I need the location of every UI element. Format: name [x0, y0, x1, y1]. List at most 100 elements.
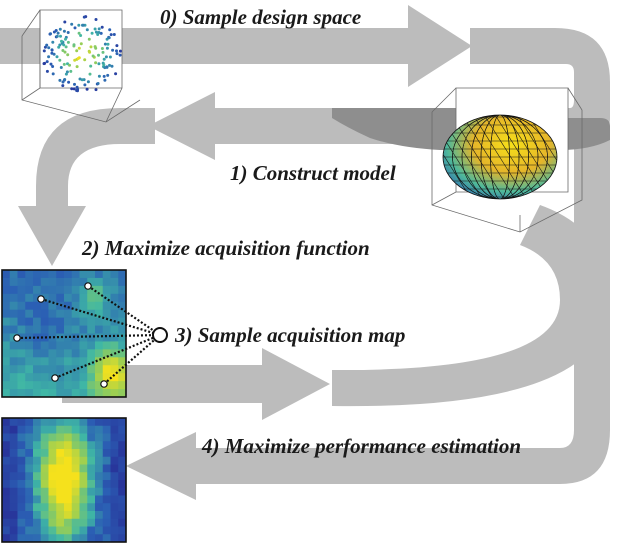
heatmap-cell	[48, 349, 57, 358]
heatmap-cell	[17, 518, 26, 527]
heatmap-cell	[118, 317, 126, 326]
heatmap-cell	[71, 333, 80, 342]
heatmap-cell	[40, 365, 49, 374]
surrogate-model-mesh-plot	[431, 87, 583, 233]
heatmap-cell	[87, 456, 96, 465]
heatmap-cell	[95, 472, 104, 481]
heatmap-cell	[102, 341, 111, 350]
scatter-point	[100, 25, 104, 29]
heatmap-cell	[17, 456, 26, 465]
heatmap-cell	[40, 285, 49, 295]
scatter-point	[45, 43, 49, 47]
heatmap-cell	[56, 389, 65, 397]
heatmap-cell	[79, 480, 88, 489]
arrow-step-2-curve	[18, 108, 155, 266]
scatter-point	[79, 42, 83, 46]
heatmap-cell	[87, 487, 96, 496]
heatmap-cell	[110, 441, 119, 450]
heatmap-cell	[71, 449, 80, 458]
heatmap-cell	[17, 441, 26, 450]
heatmap-cell	[17, 534, 26, 542]
heatmap-cell	[95, 373, 104, 382]
heatmap-cell	[71, 418, 80, 427]
heatmap-cell	[48, 341, 57, 350]
heatmap-cell	[102, 456, 111, 465]
heatmap-cell	[2, 456, 11, 465]
heatmap-cell	[102, 511, 111, 520]
heatmap-cell	[48, 425, 57, 434]
heatmap-cell	[56, 349, 65, 358]
heatmap-cell	[64, 301, 73, 311]
heatmap-cell	[17, 317, 26, 326]
heatmap-cell	[9, 472, 18, 481]
scatter-point	[76, 89, 79, 93]
scatter-point	[61, 84, 65, 88]
scatter-point	[118, 49, 122, 53]
heatmap-cell	[2, 357, 11, 366]
heatmap-cell	[118, 293, 126, 303]
heatmap-cell	[102, 441, 111, 450]
scatter-point	[103, 42, 107, 46]
heatmap-cell	[17, 293, 26, 303]
heatmap-cell	[48, 293, 57, 303]
heatmap-cell	[33, 449, 42, 458]
scatter-point	[61, 80, 65, 84]
scatter-point	[102, 74, 106, 78]
heatmap-cell	[2, 487, 11, 496]
heatmap-cell	[118, 456, 126, 465]
heatmap-cell	[40, 464, 49, 473]
heatmap-cell	[33, 349, 42, 358]
scatter-point	[69, 69, 73, 73]
sampling-hub	[152, 327, 168, 343]
heatmap-cell	[79, 503, 88, 512]
heatmap-cell	[118, 270, 126, 279]
heatmap-cell	[56, 333, 65, 342]
heatmap-cell	[87, 433, 96, 442]
heatmap-cell	[33, 301, 42, 311]
heatmap-cell	[40, 503, 49, 512]
heatmap-cell	[9, 503, 18, 512]
heatmap-cell	[110, 277, 119, 287]
scatter-point	[94, 30, 98, 34]
heatmap-cell	[33, 341, 42, 350]
heatmap-cell	[48, 472, 57, 481]
scatter-point	[72, 43, 76, 47]
heatmap-cell	[17, 503, 26, 512]
heatmap-cell	[64, 270, 73, 279]
heatmap-cell	[79, 309, 88, 319]
heatmap-cell	[71, 464, 80, 473]
heatmap-cell	[102, 472, 111, 481]
heatmap-cell	[95, 425, 104, 434]
heatmap-cell	[95, 381, 104, 390]
heatmap-cell	[56, 456, 65, 465]
heatmap-cell	[48, 270, 57, 279]
heatmap-cell	[71, 480, 80, 489]
heatmap-cell	[118, 511, 126, 520]
arrow-right-down	[480, 140, 610, 484]
scatter-point	[65, 70, 69, 74]
scatter-point	[94, 18, 98, 21]
heatmap-cell	[33, 381, 42, 390]
heatmap-cell	[40, 293, 49, 303]
scatter-point	[63, 78, 67, 81]
heatmap-cell	[64, 389, 73, 397]
scatter-point	[77, 31, 81, 35]
heatmap-cell	[118, 341, 126, 350]
heatmap-cell	[48, 309, 57, 319]
heatmap-cell	[110, 480, 119, 489]
heatmap-cell	[17, 472, 26, 481]
scatter-point	[73, 58, 77, 62]
heatmap-cell	[9, 495, 18, 504]
heatmap-cell	[33, 285, 42, 295]
heatmap-cell	[9, 464, 18, 473]
heatmap-cell	[25, 341, 34, 350]
heatmap-cell	[118, 389, 126, 397]
heatmap-cell	[40, 309, 49, 319]
heatmap-cell	[25, 526, 34, 535]
heatmap-cell	[87, 389, 96, 397]
heatmap-cell	[17, 301, 26, 311]
heatmap-cell	[118, 349, 126, 358]
heatmap-cell	[33, 526, 42, 535]
scatter-point	[58, 78, 62, 82]
heatmap-cell	[118, 534, 126, 542]
